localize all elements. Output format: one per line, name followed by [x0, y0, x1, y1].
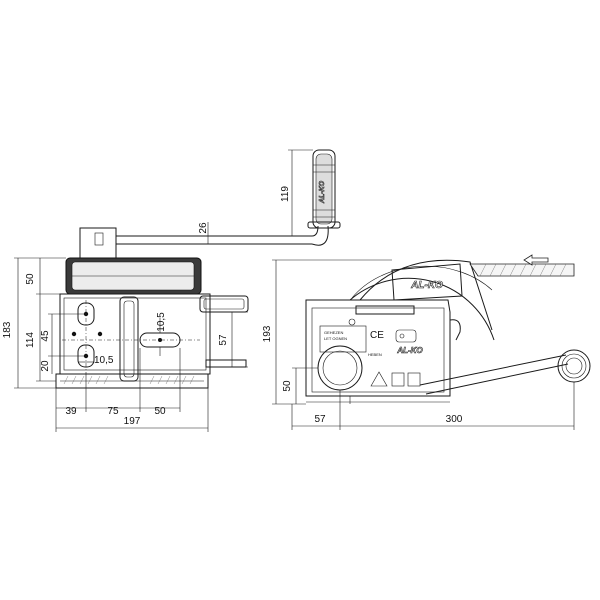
- handle-end-inner: [565, 357, 583, 375]
- crank-elbow-outer: [311, 225, 329, 246]
- dim-193: 193: [262, 325, 273, 342]
- dim-57-side: 57: [314, 414, 326, 425]
- drum-brand: AL-KO: [410, 280, 443, 291]
- plate-brand: AL-KO: [396, 346, 423, 355]
- side-view: AL-KO GEHEZEN LET OGNEN HEBEN CE AL-KO: [262, 254, 591, 430]
- handle-base: [307, 221, 341, 229]
- crank-hub-slot: [94, 232, 104, 246]
- front-view: AL-KO: [2, 149, 341, 432]
- dim-39: 39: [65, 406, 77, 417]
- pull-direction-arrow: [523, 254, 549, 266]
- center-rib: [119, 296, 139, 382]
- side-housing: [305, 299, 451, 397]
- ce-mark: CE: [370, 330, 384, 341]
- drive-boss: [317, 345, 363, 391]
- drum-outline: [349, 277, 495, 341]
- brake-lever: [199, 295, 249, 313]
- drum-brand-plate: [391, 263, 463, 301]
- label-line-1: GEHEZEN: [324, 330, 343, 335]
- dim-57-front: 57: [218, 334, 229, 346]
- dim-197: 197: [124, 416, 141, 427]
- dim-20: 20: [40, 360, 51, 372]
- label-line-3: HEBEN: [368, 352, 382, 357]
- handle-end-outer: [557, 349, 591, 383]
- crank-arm-side-top: [419, 354, 567, 386]
- crank-hub: [79, 227, 117, 259]
- handle-grip-inner: [315, 153, 333, 225]
- dim-300: 300: [446, 414, 463, 425]
- dim-50-side: 50: [282, 380, 293, 392]
- dim-26: 26: [198, 222, 209, 234]
- brake-clip: [449, 319, 461, 341]
- dim-119: 119: [280, 186, 291, 202]
- foot-plate-right: [205, 359, 247, 368]
- label-panel: [319, 325, 367, 353]
- lock-icon: [395, 329, 417, 343]
- dim-50-bottom: 50: [154, 406, 166, 417]
- info-icon: [407, 372, 421, 387]
- dim-75: 75: [107, 406, 119, 417]
- winch-strap: [469, 263, 575, 277]
- bolt-top: [348, 318, 356, 326]
- dim-10-5-mid: 10,5: [156, 312, 167, 332]
- dim-10-5-left: 10,5: [94, 355, 114, 366]
- manual-icon: [391, 372, 405, 387]
- crank-arm-side-bottom: [425, 363, 569, 395]
- dim-183: 183: [2, 321, 13, 338]
- label-line-2: LET OGNEN: [324, 336, 347, 341]
- handle-brand-label: AL-KO: [319, 180, 326, 204]
- dim-45: 45: [40, 330, 51, 342]
- warning-icon: [370, 371, 388, 387]
- dim-114: 114: [25, 332, 36, 348]
- dim-50-top: 50: [25, 273, 36, 285]
